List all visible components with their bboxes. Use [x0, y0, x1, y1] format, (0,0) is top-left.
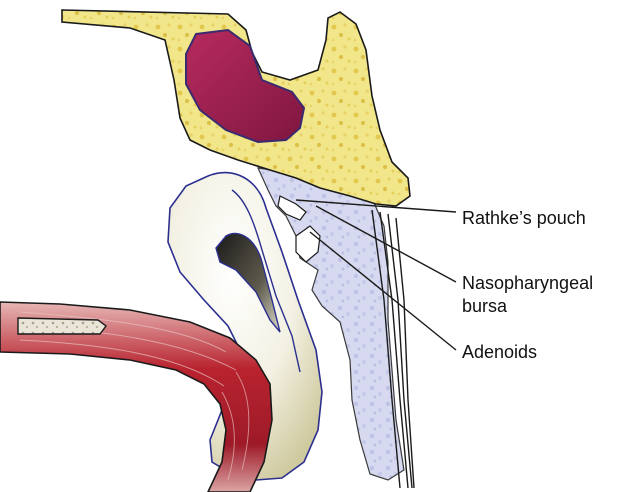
- label-nasopharyngeal-bursa: Nasopharyngeal bursa: [462, 272, 593, 318]
- grey-core: [18, 318, 106, 334]
- label-nasopharyngeal-bursa-line2: bursa: [462, 295, 593, 318]
- label-nasopharyngeal-bursa-line1: Nasopharyngeal: [462, 272, 593, 295]
- label-adenoids: Adenoids: [462, 341, 537, 364]
- label-rathkes-pouch: Rathke’s pouch: [462, 207, 586, 230]
